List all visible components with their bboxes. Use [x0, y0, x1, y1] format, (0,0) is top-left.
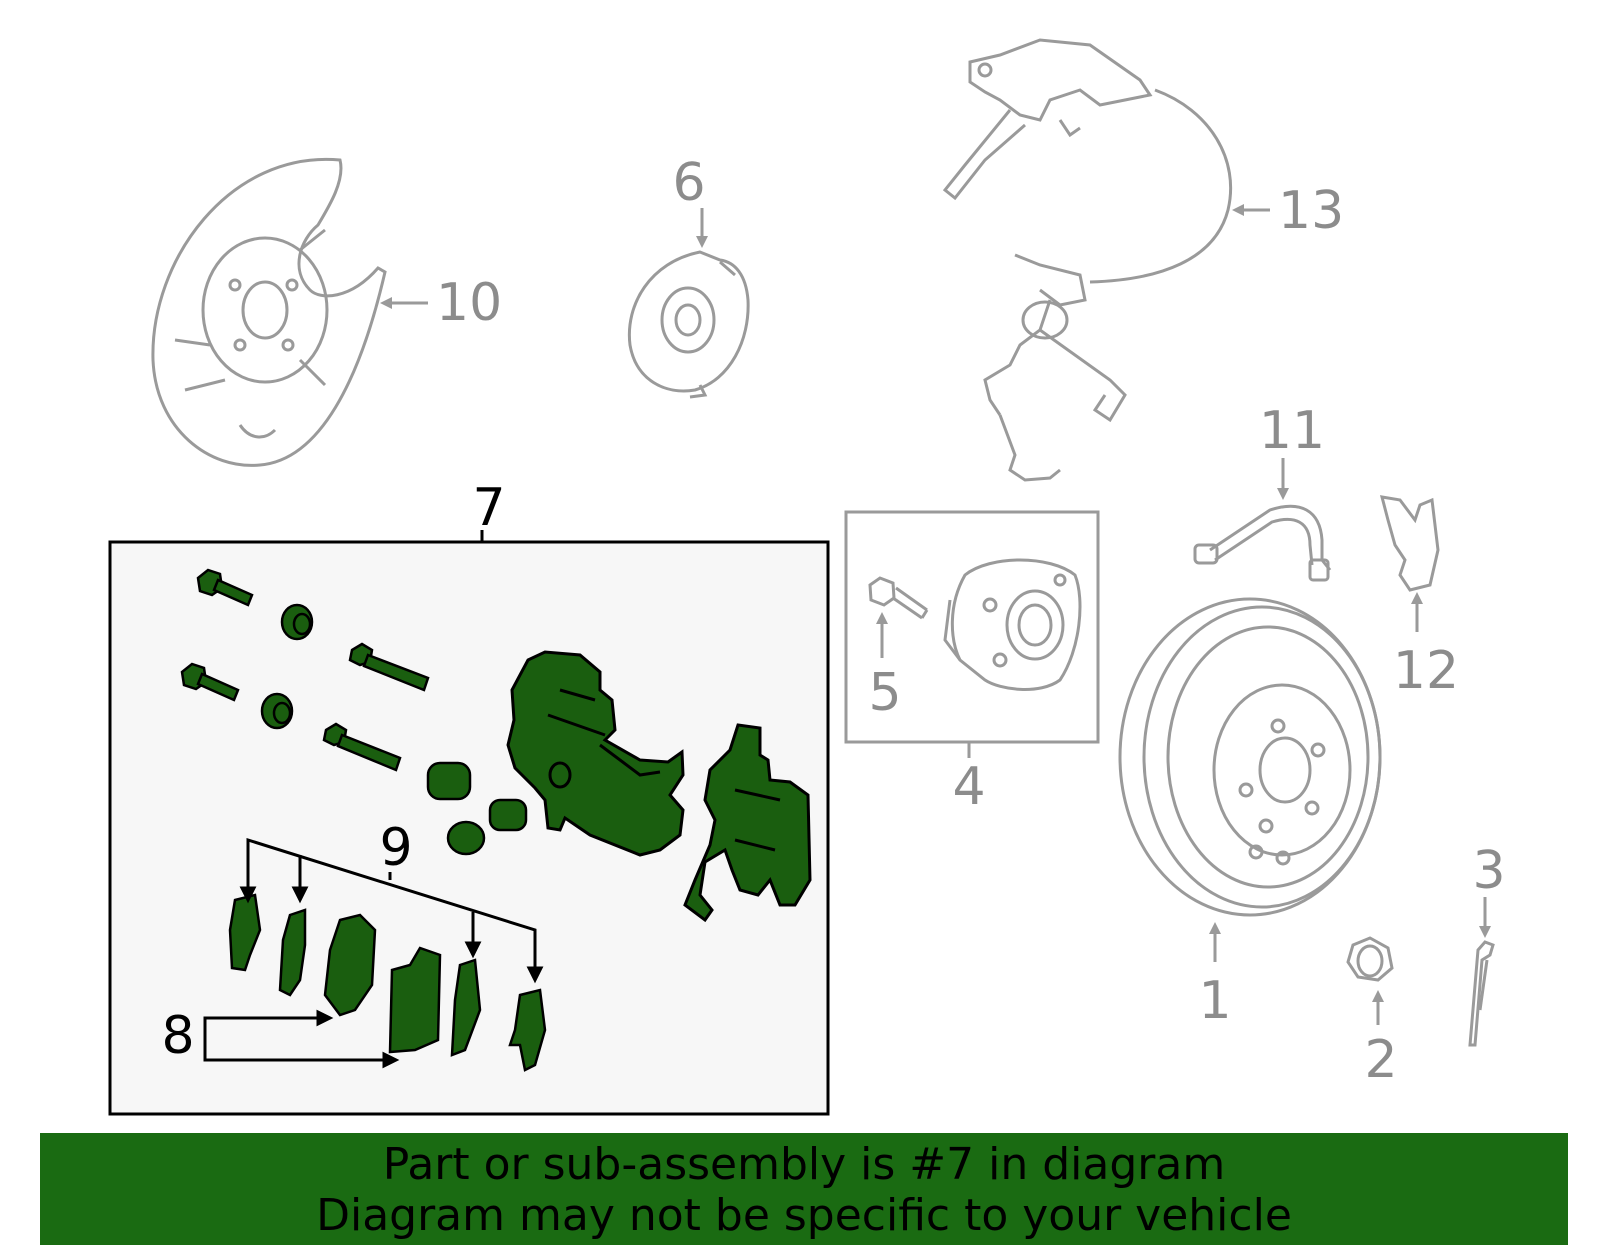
svg-text:3: 3	[1472, 841, 1505, 901]
callout-3: 3	[1472, 841, 1506, 938]
part-6-backing-plate[interactable]	[627, 250, 750, 399]
part-2-lug-nut[interactable]	[1346, 936, 1394, 982]
part-7-hardware[interactable]	[180, 568, 528, 856]
part-9-shims[interactable]	[228, 893, 547, 1072]
svg-text:6: 6	[672, 153, 705, 213]
banner-line-1: Part or sub-assembly is #7 in diagram	[382, 1139, 1226, 1190]
svg-text:13: 13	[1278, 181, 1344, 241]
callout-10: 10	[380, 273, 502, 333]
part-4-hub-box	[844, 510, 1100, 744]
part-13-sensor-harness[interactable]	[942, 38, 1233, 482]
callout-1: 1	[1198, 922, 1232, 1031]
callout-11: 11	[1259, 401, 1325, 500]
part-11-brake-hose[interactable]	[1193, 504, 1332, 582]
svg-text:12: 12	[1393, 641, 1459, 701]
svg-text:8: 8	[161, 1006, 194, 1066]
svg-text:2: 2	[1364, 1030, 1397, 1090]
part-5-hub-bolt[interactable]	[868, 576, 929, 620]
part-8-brake-pads[interactable]	[323, 913, 442, 1054]
banner-line-2: Diagram may not be specific to your vehi…	[316, 1190, 1292, 1241]
callout-8: 8	[161, 1006, 400, 1069]
callout-9: 9	[239, 818, 544, 984]
part-4-hub-bearing[interactable]	[943, 558, 1082, 691]
part-10-dust-shield[interactable]	[151, 157, 387, 467]
info-banner: Part or sub-assembly is #7 in diagram Di…	[40, 1133, 1568, 1245]
callout-7: 7	[472, 478, 506, 542]
svg-text:5: 5	[868, 663, 901, 723]
callout-12: 12	[1393, 592, 1459, 701]
svg-text:10: 10	[436, 273, 502, 333]
svg-text:1: 1	[1198, 971, 1231, 1031]
callout-13: 13	[1232, 181, 1344, 241]
svg-text:9: 9	[379, 818, 412, 878]
svg-text:7: 7	[472, 478, 505, 538]
callout-6: 6	[672, 153, 708, 248]
svg-text:4: 4	[952, 757, 985, 817]
part-7-caliper-body[interactable]	[506, 650, 685, 857]
callout-5: 5	[868, 612, 902, 723]
part-3-clip[interactable]	[1468, 940, 1495, 1047]
part-7-caliper-bracket[interactable]	[683, 723, 812, 923]
svg-text:11: 11	[1259, 401, 1325, 461]
part-1-brake-rotor[interactable]	[1118, 597, 1382, 917]
callout-4: 4	[952, 742, 986, 817]
callout-2: 2	[1364, 990, 1398, 1090]
part-12-hose-bracket[interactable]	[1379, 495, 1440, 592]
